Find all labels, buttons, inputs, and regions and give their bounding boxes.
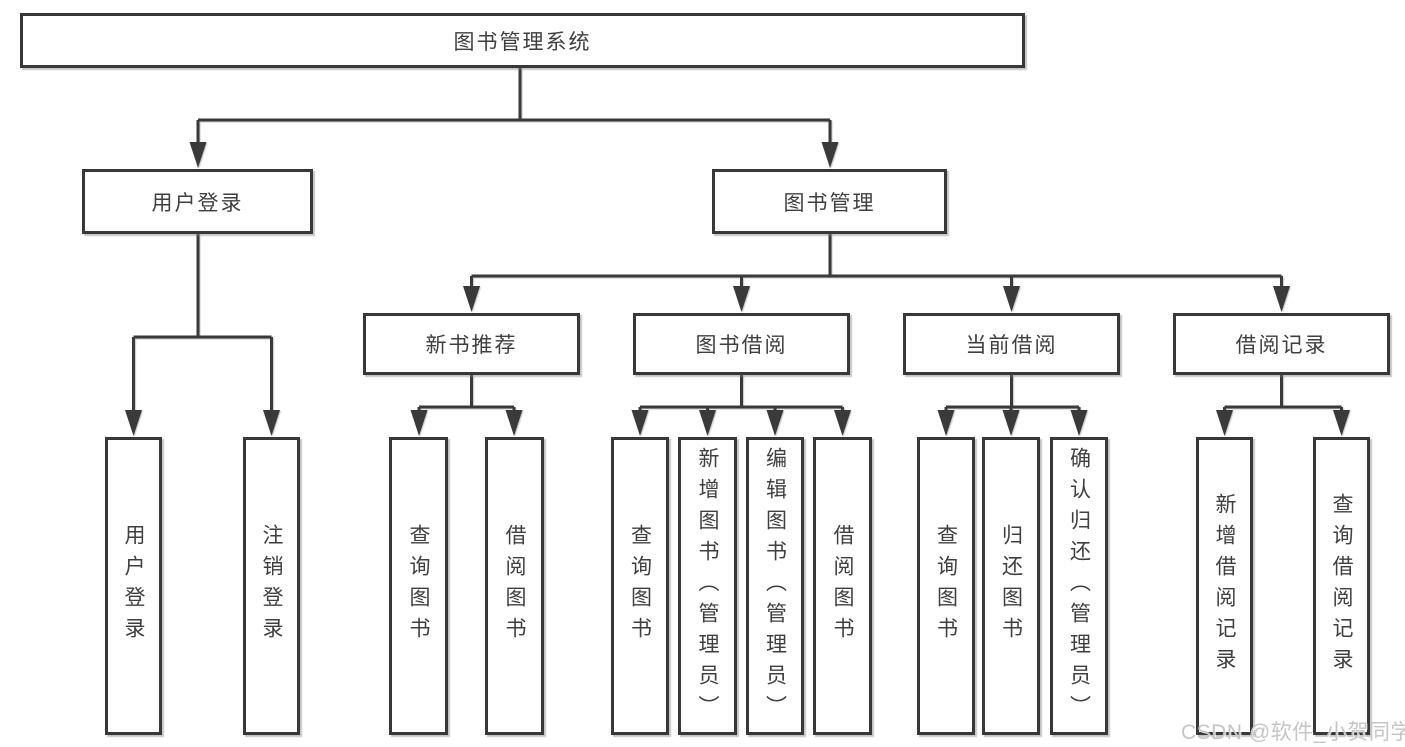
arrow-down-icon [189, 142, 207, 168]
leaf-add-borrow-record-label: 新增借阅记录 [1213, 493, 1236, 679]
leaf-borrow-books: 借阅图书 [813, 437, 872, 735]
leaf-return-book: 归还图书 [982, 437, 1040, 735]
node-current-borrow: 当前借阅 [903, 313, 1120, 375]
leaf-logout-label: 注销登录 [260, 524, 283, 648]
leaf-borrow-books-recommend-label: 借阅图书 [503, 524, 526, 648]
node-new-book-recommend-label: 新书推荐 [425, 334, 518, 357]
leaf-query-borrow-record: 查询借阅记录 [1313, 437, 1370, 735]
leaf-query-books-borrow-label: 查询图书 [628, 524, 652, 648]
arrow-down-icon [263, 410, 280, 436]
leaf-query-books-current-label: 查询图书 [934, 524, 958, 648]
node-new-book-recommend: 新书推荐 [363, 313, 580, 375]
node-user-login: 用户登录 [82, 169, 313, 234]
connector-login-branch [132, 234, 273, 414]
leaf-add-book-admin-label: 新增图书（管理员） [696, 446, 719, 726]
leaf-query-books-borrow: 查询图书 [611, 437, 669, 735]
connector-management-to-level3 [470, 234, 1283, 290]
node-borrow-records: 借阅记录 [1173, 313, 1390, 375]
node-borrow-records-label: 借阅记录 [1235, 334, 1328, 357]
arrow-down-icon [505, 410, 523, 436]
connector-current-branch [944, 375, 1081, 414]
node-current-borrow-label: 当前借阅 [965, 334, 1058, 357]
leaf-query-books-recommend: 查询图书 [389, 437, 448, 735]
node-book-management-label: 图书管理 [783, 191, 876, 215]
node-root: 图书管理系统 [20, 13, 1025, 68]
leaf-query-books-current: 查询图书 [917, 437, 975, 735]
arrow-down-icon [1216, 410, 1233, 436]
connector-recommend-branch [417, 375, 516, 414]
connector-records-branch [1223, 375, 1343, 414]
arrow-down-icon [733, 286, 750, 312]
leaf-borrow-books-label: 借阅图书 [831, 524, 854, 648]
arrow-down-icon [125, 410, 142, 436]
arrow-down-icon [834, 410, 851, 436]
arrow-down-icon [1070, 410, 1088, 436]
arrow-down-icon [1003, 286, 1020, 312]
leaf-user-login-label: 用户登录 [122, 524, 145, 648]
node-book-management: 图书管理 [712, 169, 947, 234]
node-root-label: 图书管理系统 [453, 30, 592, 54]
leaf-query-books-recommend-label: 查询图书 [407, 524, 430, 648]
leaf-edit-book-admin-label: 编辑图书（管理员） [763, 446, 787, 726]
arrow-down-icon [1002, 410, 1020, 436]
arrow-down-icon [463, 286, 480, 312]
leaf-user-login: 用户登录 [105, 437, 162, 735]
leaf-borrow-books-recommend: 借阅图书 [485, 437, 544, 735]
leaf-return-book-label: 归还图书 [999, 524, 1023, 648]
arrow-down-icon [1273, 286, 1290, 312]
leaf-query-borrow-record-label: 查询借阅记录 [1330, 493, 1353, 679]
arrow-down-icon [766, 410, 784, 436]
connector-root-to-level2 [196, 68, 832, 148]
leaf-logout: 注销登录 [243, 437, 300, 735]
connector-borrow-branch [638, 375, 844, 414]
leaf-edit-book-admin: 编辑图书（管理员） [746, 437, 804, 735]
arrow-down-icon [699, 410, 716, 436]
csdn-watermark: CSDN @软件_小贺同学 [1181, 721, 1405, 744]
leaf-confirm-return-admin-label: 确认归还（管理员） [1067, 446, 1091, 726]
arrow-down-icon [937, 410, 955, 436]
arrow-down-icon [631, 410, 649, 436]
arrow-down-icon [821, 142, 839, 168]
leaf-add-book-admin: 新增图书（管理员） [678, 437, 737, 735]
node-user-login-label: 用户登录 [151, 191, 244, 215]
leaf-add-borrow-record: 新增借阅记录 [1196, 437, 1253, 735]
arrow-down-icon [410, 410, 428, 436]
leaf-confirm-return-admin: 确认归还（管理员） [1050, 437, 1108, 735]
node-book-borrow-label: 图书借阅 [695, 334, 788, 357]
node-book-borrow: 图书借阅 [633, 313, 850, 375]
arrow-down-icon [1333, 410, 1350, 436]
arrowhead-icons [125, 142, 1350, 436]
